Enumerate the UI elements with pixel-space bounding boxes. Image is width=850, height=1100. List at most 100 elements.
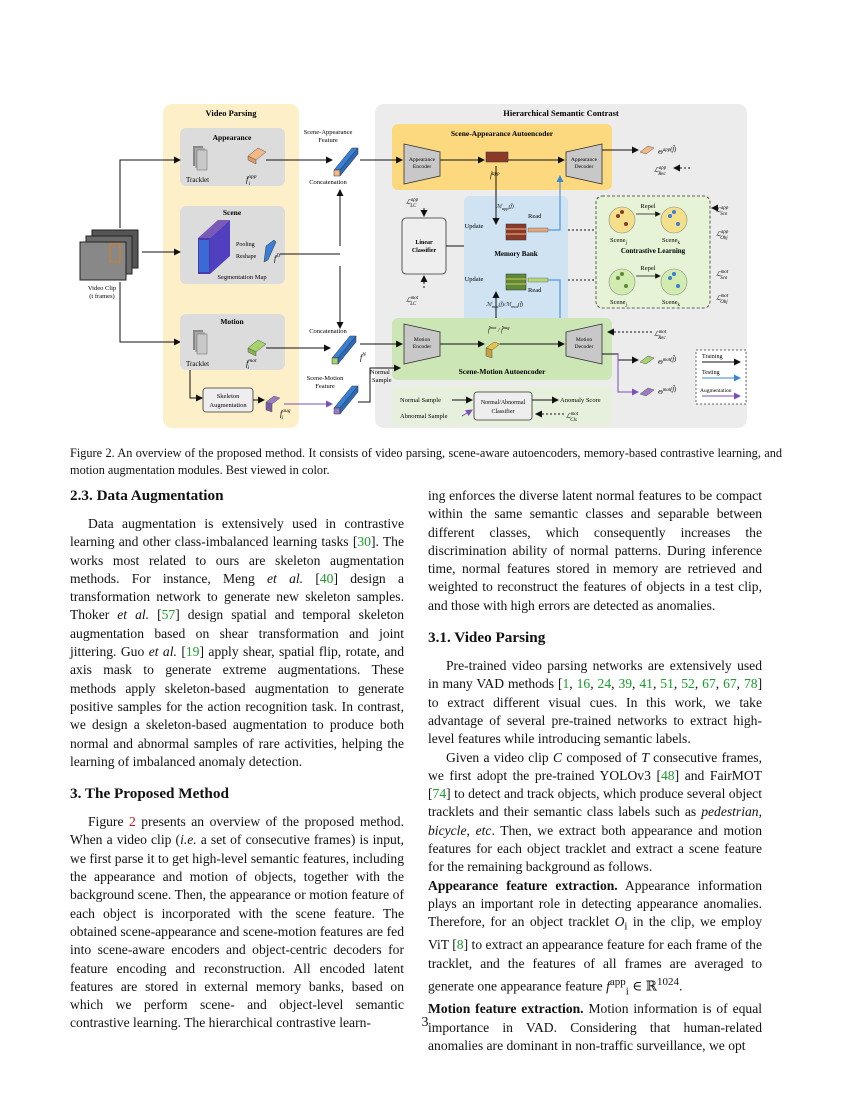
appearance-decoder-2: Decoder: [575, 164, 594, 170]
motion-decoder: [565, 323, 603, 365]
normal-sample-label-1: Normal: [370, 369, 390, 376]
reconstructed-app-feature: [639, 145, 655, 155]
citation[interactable]: 67: [702, 676, 716, 692]
scene-motion-feature-1: Scene-Motion: [307, 375, 345, 382]
skeleton-label-1: Skeleton: [217, 393, 240, 400]
scene-j-label-1: Scenej: [610, 237, 627, 246]
section-3-1-paragraph-1: Pre-trained video parsing networks are e…: [428, 658, 763, 747]
citation[interactable]: 30: [357, 534, 371, 550]
right-column: ing enforces the diverse latent normal f…: [428, 487, 762, 1055]
segmentation-map-icon: [198, 220, 230, 274]
section-3-1-paragraph-2: Given a video clip C composed of T conse…: [428, 749, 763, 875]
citation[interactable]: 41: [639, 676, 653, 692]
legend-augmentation: Augmentation: [700, 388, 732, 394]
caption-text: An overview of the proposed method. It c…: [70, 446, 782, 477]
citation[interactable]: 74: [432, 786, 447, 802]
video-clip-label-1: Video Clip: [88, 285, 116, 292]
normal-sample-label-2: Sample: [372, 377, 392, 384]
repel-label-2: Repel: [640, 265, 655, 272]
caption-label: Figure 2.: [70, 446, 115, 460]
f-n-symbol: fN: [360, 352, 366, 362]
f-d-symbol: fD: [274, 253, 280, 263]
abnormal-sample-text: Abnormal Sample: [400, 413, 448, 420]
section-2-3-paragraph: Data augmentation is extensively used in…: [70, 516, 405, 769]
section-3-1-paragraph-3: Appearance feature extraction. Appearanc…: [428, 877, 762, 998]
section-2-3-title: 2.3. Data Augmentation: [70, 487, 224, 504]
citation[interactable]: 40: [319, 570, 334, 586]
anomaly-score-label: Anomaly Score: [560, 397, 601, 404]
motion-encoder-2: Encoder: [413, 344, 431, 350]
tracklet-icon-appearance: [193, 146, 208, 171]
scene-motion-concat-cube: [331, 335, 357, 365]
motion-decoder-2: Decoder: [575, 344, 594, 350]
latent-mot-symbol: f̂mot / f̂aug: [488, 325, 510, 334]
pooling-label: Pooling: [236, 242, 255, 248]
memory-slots-mot: [505, 273, 549, 291]
concatenation-label-1: Concatenation: [309, 179, 347, 186]
appearance-decoder-1: Appearance: [571, 157, 598, 163]
citation[interactable]: 39: [618, 676, 633, 692]
appearance-label: Appearance: [213, 133, 252, 142]
appearance-box: [180, 128, 285, 186]
memory-slots-app: [505, 223, 549, 241]
video-parsing-title: Video Parsing: [206, 108, 258, 118]
citation[interactable]: 1: [562, 676, 570, 692]
sa-autoencoder-title: Scene-Appearance Autoencoder: [451, 129, 554, 138]
update-label-1: Update: [465, 223, 484, 230]
appearance-encoder-1: Appearance: [409, 157, 436, 163]
appearance-encoder-2: Encoder: [413, 164, 431, 170]
contrastive-learning-title: Contrastive Learning: [621, 247, 686, 255]
motion-label: Motion: [220, 317, 244, 326]
repel-label-1: Repel: [640, 203, 655, 210]
linear-classifier-2: Classifier: [412, 248, 437, 254]
citation[interactable]: 57: [161, 607, 176, 623]
citation[interactable]: 16: [576, 676, 591, 692]
scene-appearance-feature-1: Scene-Appearance: [304, 129, 353, 136]
theta-aug-symbol: Θmot(f̂): [658, 386, 676, 396]
m-mot-symbol: ℳmot(f̂)/ℳmot(f̂): [486, 301, 523, 309]
figure-reference[interactable]: 2: [128, 814, 136, 830]
skeleton-label-2: Augmentation: [209, 402, 247, 409]
sa-latent-feature: [485, 151, 509, 163]
read-label-1: Read: [528, 213, 542, 220]
m-app-symbol: ℳapp(f̂): [496, 203, 514, 211]
scene-k-label-2: Scenek: [662, 299, 681, 308]
citation[interactable]: 8: [456, 937, 464, 953]
read-label-2: Read: [528, 287, 542, 294]
citation[interactable]: 19: [185, 644, 200, 660]
figure-caption: Figure 2. An overview of the proposed me…: [70, 445, 782, 478]
classifier-label-1: Normal/Abnormal: [481, 400, 526, 406]
motion-box: [180, 314, 285, 370]
section-3-title: 3. The Proposed Method: [70, 785, 229, 803]
video-clip-label-2: (t frames): [89, 293, 114, 300]
tracklet-icon-motion: [193, 330, 208, 355]
theta-app-symbol: Θapp(f̂): [658, 146, 676, 156]
update-label-2: Update: [465, 276, 484, 283]
scene-cluster-top: [608, 206, 688, 234]
segmentation-map-label: Segmentation Map: [217, 274, 266, 281]
theta-mot-symbol: Θmot(f̂): [658, 356, 676, 366]
citation[interactable]: 67: [723, 676, 737, 692]
left-column: 2.3. Data Augmentation Data augmentation…: [70, 487, 404, 1033]
motion-encoder: [403, 323, 441, 365]
concatenation-label-2: Concatenation: [309, 328, 347, 335]
tracklet-label-2: Tracklet: [186, 360, 209, 368]
sm-autoencoder-panel: [392, 318, 612, 380]
citation[interactable]: 78: [743, 676, 758, 692]
section-3-1-paragraph-4: Motion feature extraction. Motion inform…: [428, 1001, 763, 1053]
linear-classifier-box: [401, 217, 447, 275]
citation[interactable]: 24: [597, 676, 612, 692]
citation[interactable]: 52: [681, 676, 695, 692]
citation[interactable]: 51: [660, 676, 674, 692]
citation[interactable]: 48: [661, 767, 675, 783]
